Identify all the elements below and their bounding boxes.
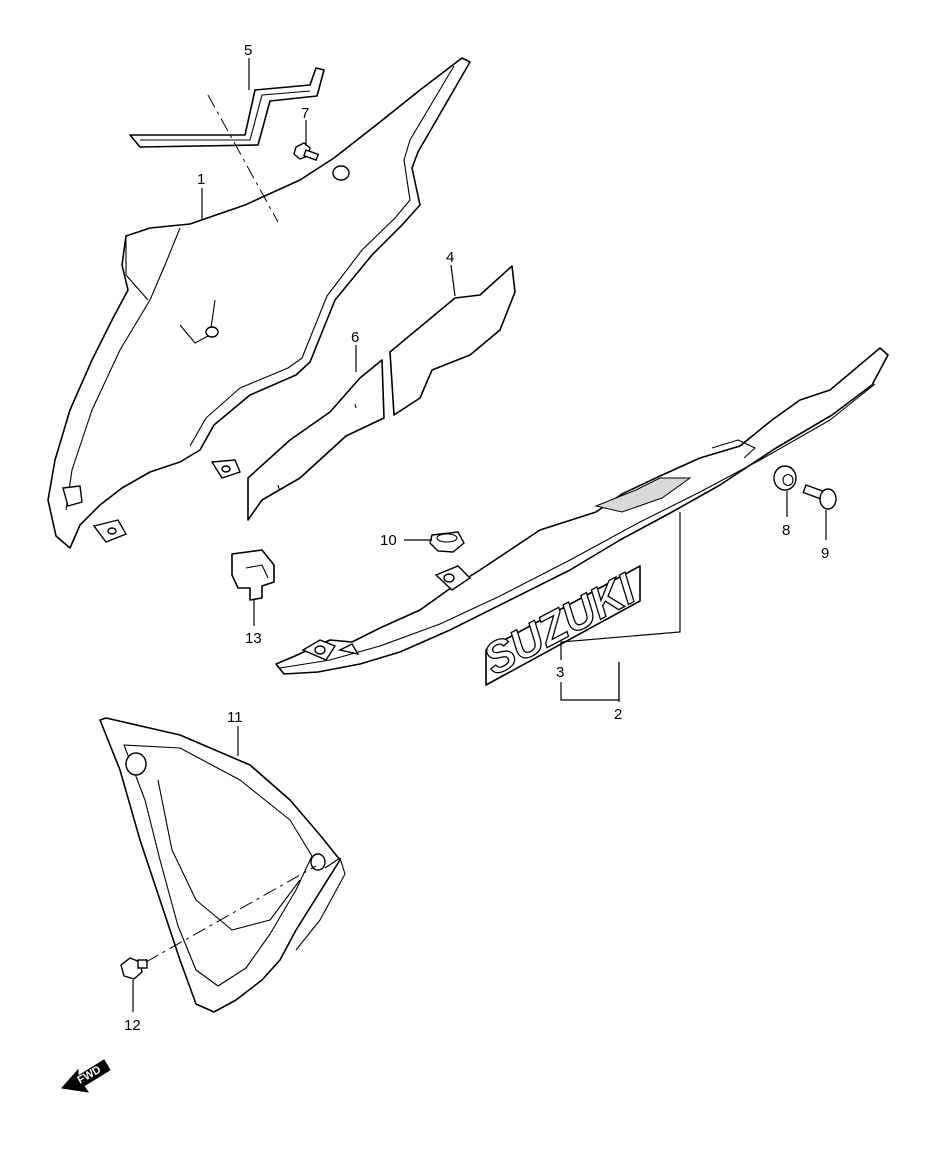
callout-11: 11	[227, 709, 243, 726]
part-11-lower-panel	[99, 717, 346, 1013]
part-9-screw	[802, 484, 837, 510]
part-13-clip-nut	[231, 549, 275, 601]
part-4-pad	[389, 265, 516, 416]
callout-8: 8	[782, 522, 790, 539]
callout-6: 6	[351, 329, 359, 346]
callout-10: 10	[380, 532, 397, 549]
part-12-bolt	[120, 957, 148, 980]
callout-9: 9	[821, 545, 829, 562]
forward-arrow-icon: FWD	[61, 1059, 111, 1093]
part-2-lower-cover	[275, 347, 889, 675]
part-10-grommet	[429, 531, 465, 553]
callout-13: 13	[245, 630, 262, 647]
part-6-pad	[247, 359, 385, 521]
callout-3: 3	[556, 664, 564, 681]
part-5-bracket	[129, 67, 325, 148]
callout-1: 1	[197, 171, 205, 188]
leader-lines	[132, 58, 827, 1012]
callout-4: 4	[446, 249, 454, 266]
part-8-grommet	[773, 465, 797, 491]
callout-12: 12	[124, 1017, 141, 1034]
callout-5: 5	[244, 42, 252, 59]
callout-2: 2	[614, 706, 622, 723]
callout-7: 7	[301, 105, 309, 122]
part-7-bolt	[293, 142, 320, 161]
callout-labels: 5 7 1 4 6 8 9 10 13 3 2 11 12	[124, 42, 829, 1034]
part-1-side-cowling	[47, 57, 471, 549]
